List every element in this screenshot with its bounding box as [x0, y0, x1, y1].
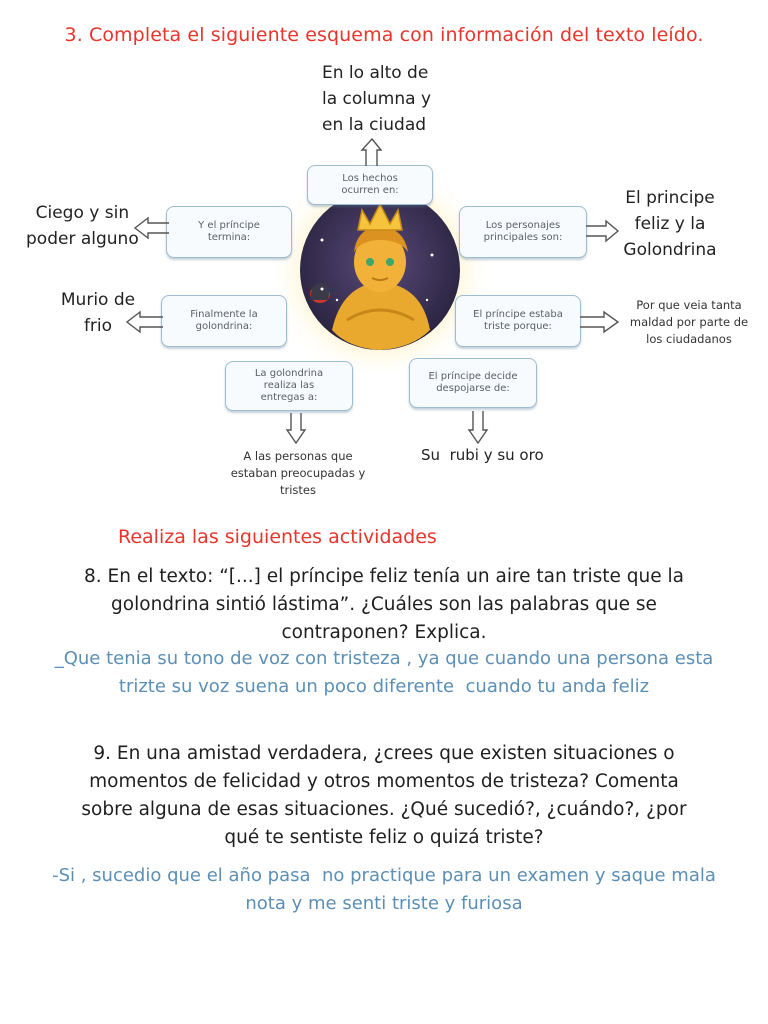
box-golondrina-line2: golondrina: [195, 321, 253, 332]
question-9-line1: 9. En una amistad verdadera, ¿crees que … [93, 743, 675, 764]
answer-golondrina-line1: Murio de [60, 290, 136, 310]
box-entregas-line2: realiza las [263, 380, 315, 391]
box-entregas-line1: La golondrina [254, 368, 324, 379]
box-personajes-line2: principales son: [483, 232, 563, 243]
box-entregas-line3: entregas a: [260, 392, 318, 403]
box-termina-line1: Y el príncipe [198, 220, 260, 231]
answer-golondrina: Murio de frio [52, 287, 144, 339]
answer-golondrina-line2: frio [83, 316, 113, 336]
answer-entregas: A las personas que estaban preocupadas y… [210, 448, 386, 499]
box-termina: Y el príncipe termina: [166, 206, 292, 258]
arrow-left-icon [125, 310, 163, 334]
box-despojarse-line2: despojarse de: [436, 383, 510, 394]
question-8: 8. En el texto: “[...] el príncipe feliz… [0, 563, 768, 647]
box-hechos-line2: ocurren en: [341, 185, 399, 196]
answer-despojarse: Su rubi y su oro [421, 446, 544, 464]
answer-hechos-line3: en la ciudad [322, 115, 427, 135]
answer-9-line1: -Si , sucedio que el año pasa no practiq… [52, 865, 716, 886]
answer-termina-line1: Ciego y sin [35, 203, 130, 223]
answer-8-line1: _Que tenia su tono de voz con tristeza ,… [54, 648, 714, 669]
answer-hechos-line2: la columna y [322, 89, 432, 109]
box-despojarse-line1: El príncipe decide [428, 371, 518, 382]
happy-prince-illustration [268, 170, 492, 370]
box-golondrina-line1: Finalmente la [190, 309, 258, 320]
answer-entregas-line3: tristes [280, 483, 316, 497]
answer-entregas-line1: A las personas que [243, 449, 353, 463]
box-hechos: Los hechos ocurren en: [307, 165, 433, 205]
answer-termina: Ciego y sin poder alguno [26, 200, 139, 252]
answer-personajes-line3: Golondrina [623, 240, 717, 260]
question-8-line1: 8. En el texto: “[...] el príncipe feliz… [84, 566, 684, 587]
box-triste-line2: triste porque: [484, 321, 552, 332]
box-triste: El príncipe estaba triste porque: [455, 295, 581, 347]
answer-9-line2: nota y me senti triste y furiosa [245, 893, 523, 914]
question-8-line3: contraponen? Explica. [281, 622, 487, 643]
arrow-left-icon [133, 216, 169, 240]
box-personajes-line1: Los personajes [485, 220, 561, 231]
answer-personajes-line1: El principe [625, 188, 715, 208]
box-despojarse: El príncipe decide despojarse de: [409, 358, 537, 408]
arrow-up-icon [360, 137, 383, 166]
question-8-line2: golondrina sintió lástima”. ¿Cuáles son … [111, 594, 657, 615]
question-9-line4: qué te sentiste feliz o quizá triste? [224, 827, 544, 848]
answer-8-line2: trizte su voz suena un poco diferente cu… [118, 676, 650, 697]
box-entregas: La golondrina realiza las entregas a: [225, 361, 353, 411]
answer-triste-line3: los ciudadanos [646, 332, 732, 346]
answer-hechos: En lo alto de la columna y en la ciudad [322, 60, 431, 138]
activities-title: Realiza las siguientes actividades [118, 526, 437, 548]
answer-personajes: El principe feliz y la Golondrina [612, 185, 728, 263]
arrow-right-icon [586, 219, 620, 243]
question-9-line2: momentos de felicidad y otros momentos d… [89, 771, 679, 792]
arrow-right-icon [580, 310, 620, 334]
answer-8: _Que tenia su tono de voz con tristeza ,… [0, 645, 768, 701]
box-golondrina: Finalmente la golondrina: [161, 295, 287, 347]
answer-triste-line2: maldad por parte de [629, 315, 749, 329]
arrow-down-icon [285, 413, 307, 445]
answer-triste-line1: Por que veia tanta [636, 298, 742, 312]
box-triste-line1: El príncipe estaba [473, 309, 563, 320]
answer-9: -Si , sucedio que el año pasa no practiq… [0, 862, 768, 918]
arrow-down-icon [467, 411, 489, 445]
exercise-3-heading: 3. Completa el siguiente esquema con inf… [64, 24, 704, 46]
answer-hechos-line1: En lo alto de [322, 63, 429, 83]
question-9-line3: sobre alguna de esas situaciones. ¿Qué s… [81, 799, 687, 820]
box-hechos-line1: Los hechos [342, 173, 398, 184]
box-personajes: Los personajes principales son: [459, 206, 587, 258]
box-termina-line2: termina: [207, 232, 251, 243]
answer-personajes-line2: feliz y la [634, 214, 706, 234]
answer-entregas-line2: estaban preocupadas y [230, 466, 366, 480]
answer-triste: Por que veia tanta maldad por parte de l… [614, 297, 764, 348]
answer-termina-line2: poder alguno [26, 229, 139, 249]
question-9: 9. En una amistad verdadera, ¿crees que … [0, 740, 768, 852]
